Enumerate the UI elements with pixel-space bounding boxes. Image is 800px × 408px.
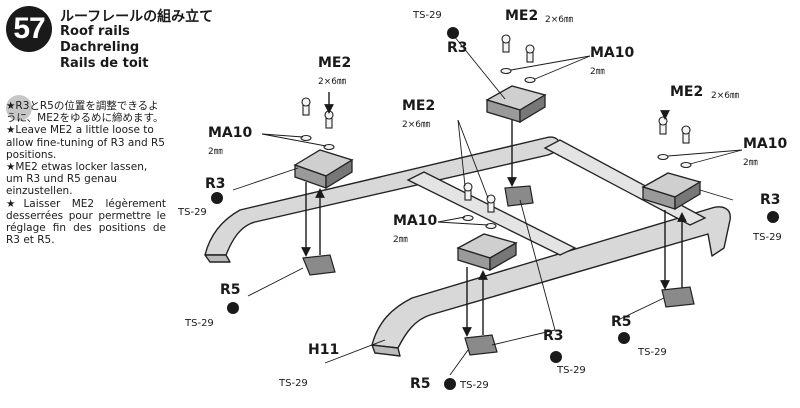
label-ts29-h11: TS-29 bbox=[279, 378, 308, 389]
label-ma10-center: MA10 bbox=[393, 213, 438, 229]
ts29-markers bbox=[211, 27, 779, 390]
label-ts29-left: TS-29 bbox=[178, 207, 207, 218]
label-me2-center: ME2 bbox=[402, 98, 436, 114]
spec-me2-top: 2×6㎜ bbox=[545, 15, 573, 25]
label-ma10-left: MA10 bbox=[208, 125, 253, 141]
spec-ma10-right: 2㎜ bbox=[743, 158, 758, 168]
note-english: ★Leave ME2 a little loose to allow fine-… bbox=[6, 124, 165, 161]
mount-block-top bbox=[485, 85, 547, 124]
label-me2-right: ME2 bbox=[670, 84, 704, 100]
label-ts29-r3-bottom: TS-29 bbox=[557, 365, 586, 376]
label-ts29-right: TS-29 bbox=[753, 232, 782, 243]
spec-me2-left: 2×6㎜ bbox=[318, 77, 346, 87]
clip-parts bbox=[302, 185, 695, 356]
label-ts29-r5-left: TS-29 bbox=[185, 318, 214, 329]
label-me2-top: ME2 bbox=[505, 8, 539, 24]
spec-ma10-top: 2㎜ bbox=[590, 67, 605, 77]
label-r3-left: R3 bbox=[205, 176, 226, 192]
label-r3-top: R3 bbox=[447, 40, 468, 56]
label-r5-bottom: R5 bbox=[410, 376, 431, 392]
front-roof-rail bbox=[371, 206, 731, 357]
label-me2-left: ME2 bbox=[318, 55, 352, 71]
label-ts29-top: TS-29 bbox=[413, 10, 442, 21]
title-english: Roof rails bbox=[60, 24, 130, 39]
label-r5-right: R5 bbox=[611, 314, 632, 330]
title-japanese: ルーフレールの組み立て bbox=[60, 9, 214, 25]
label-ts29-r5-bottom: TS-29 bbox=[460, 380, 489, 391]
spec-ma10-left: 2㎜ bbox=[208, 147, 223, 157]
note-marker-dot bbox=[6, 95, 32, 121]
title-french: Rails de toit bbox=[60, 56, 149, 71]
mount-block-left bbox=[293, 149, 354, 190]
mount-block-middle bbox=[456, 233, 518, 272]
mount-block-right bbox=[641, 172, 702, 211]
spec-me2-center: 2×6㎜ bbox=[402, 120, 430, 130]
label-ts29-r5-right: TS-29 bbox=[638, 347, 667, 358]
spec-ma10-center: 2㎜ bbox=[393, 235, 408, 245]
note-german: ★ME2 etwas locker lassen, um R3 und R5 g… bbox=[6, 161, 148, 198]
label-r3-bottom: R3 bbox=[543, 328, 564, 344]
note-japanese: ★R3とR5の位置を調整できるように、ME2をゆるめに締めます。 bbox=[6, 100, 164, 125]
note-french: ★Laisser ME2 légèrement desserrées pour … bbox=[6, 197, 166, 247]
assembly-arrows bbox=[301, 92, 687, 337]
screws-and-washers bbox=[300, 34, 692, 230]
label-ma10-top: MA10 bbox=[590, 45, 635, 61]
leader-lines bbox=[232, 35, 743, 376]
title-german: Dachreling bbox=[60, 40, 140, 55]
assembly-notes: ★R3とR5の位置を調整できるように、ME2をゆるめに締めます。 ★Leave … bbox=[6, 100, 166, 246]
step-number-badge: 57 bbox=[6, 6, 52, 52]
label-ma10-right: MA10 bbox=[743, 136, 788, 152]
label-h11: H11 bbox=[308, 342, 340, 358]
label-r3-right: R3 bbox=[760, 192, 781, 208]
label-r5-left: R5 bbox=[220, 282, 241, 298]
spec-me2-right: 2×6㎜ bbox=[711, 91, 739, 101]
